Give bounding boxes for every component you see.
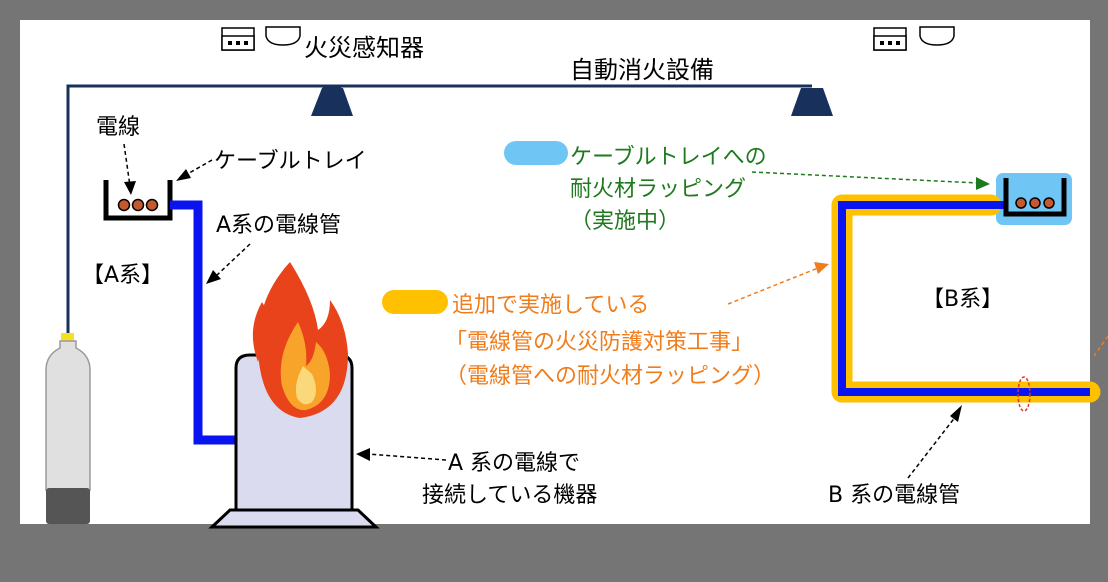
cable-tray-arrow	[183, 159, 213, 177]
fire-detector-icon	[221, 27, 255, 51]
tray-wrap-label-line3: （実施中）	[570, 209, 680, 234]
conduit-wrap-label-line3: （電線管への耐火材ラッピング）	[445, 364, 775, 389]
conduit-wrap-arrowhead	[814, 262, 829, 274]
tray-wrap-swatch	[504, 141, 568, 165]
wire-arrowhead	[124, 181, 136, 195]
conduit-a-arrowhead	[206, 270, 221, 284]
smoke-detector-icon	[265, 26, 301, 46]
cable-tray-b	[1003, 178, 1067, 217]
tray-wrap-label-line1: ケーブルトレイへの	[570, 145, 767, 170]
gas-cylinder-icon	[45, 333, 91, 524]
sprinkler-head-icon	[791, 88, 833, 116]
system-b-label: 【B系】	[922, 287, 1003, 312]
device-a-label-line1: A 系の電線で	[448, 451, 580, 476]
conduit-wrap-swatch	[382, 290, 448, 314]
conduit-a	[170, 200, 238, 445]
device-a-label-line2: 接続している機器	[422, 483, 597, 508]
fire-detector-icon	[873, 27, 907, 51]
wire-arrow	[123, 143, 131, 187]
wire-label: 電線	[96, 115, 140, 140]
system-a-label: 【A系】	[82, 263, 163, 288]
tray-wrap-arrow	[751, 171, 979, 184]
conduit-a-arrow	[215, 243, 251, 277]
conduit-b-arrow	[907, 415, 957, 479]
conduit-b-arrowhead	[950, 405, 962, 422]
room-interior	[20, 20, 1090, 524]
sprinkler-head-icon	[311, 86, 353, 116]
conduit-b	[838, 201, 1090, 396]
auto-extinguisher-label: 自動消火設備	[570, 56, 714, 84]
tray-wrap-label-line2: 耐火材ラッピング	[570, 177, 746, 202]
tray-wrap-arrowhead	[976, 177, 990, 190]
floor	[0, 542, 1108, 582]
conduit-b-label: B 系の電線管	[828, 483, 960, 508]
cable-tray-label: ケーブルトレイ	[214, 149, 367, 174]
conduit-a-label: A系の電線管	[216, 213, 341, 238]
fire-icon	[252, 262, 348, 418]
conduit-wrap-label-line2: 「電線管の火災防護対策工事」	[445, 330, 753, 355]
device-a-arrowhead	[356, 448, 370, 461]
cable-tray-arrowhead	[176, 169, 191, 181]
conduit-wrap-arrow	[727, 267, 819, 305]
smoke-detector-icon	[919, 26, 955, 46]
cable-tray-a	[103, 180, 173, 221]
wrap-joint-marker	[1017, 376, 1031, 412]
fire-detector-label: 火災感知器	[304, 34, 424, 62]
device-a-arrow	[367, 453, 447, 461]
conduit-wrap-label-line1: 追加で実施している	[452, 293, 649, 318]
extinguisher-pipe	[66, 84, 812, 336]
